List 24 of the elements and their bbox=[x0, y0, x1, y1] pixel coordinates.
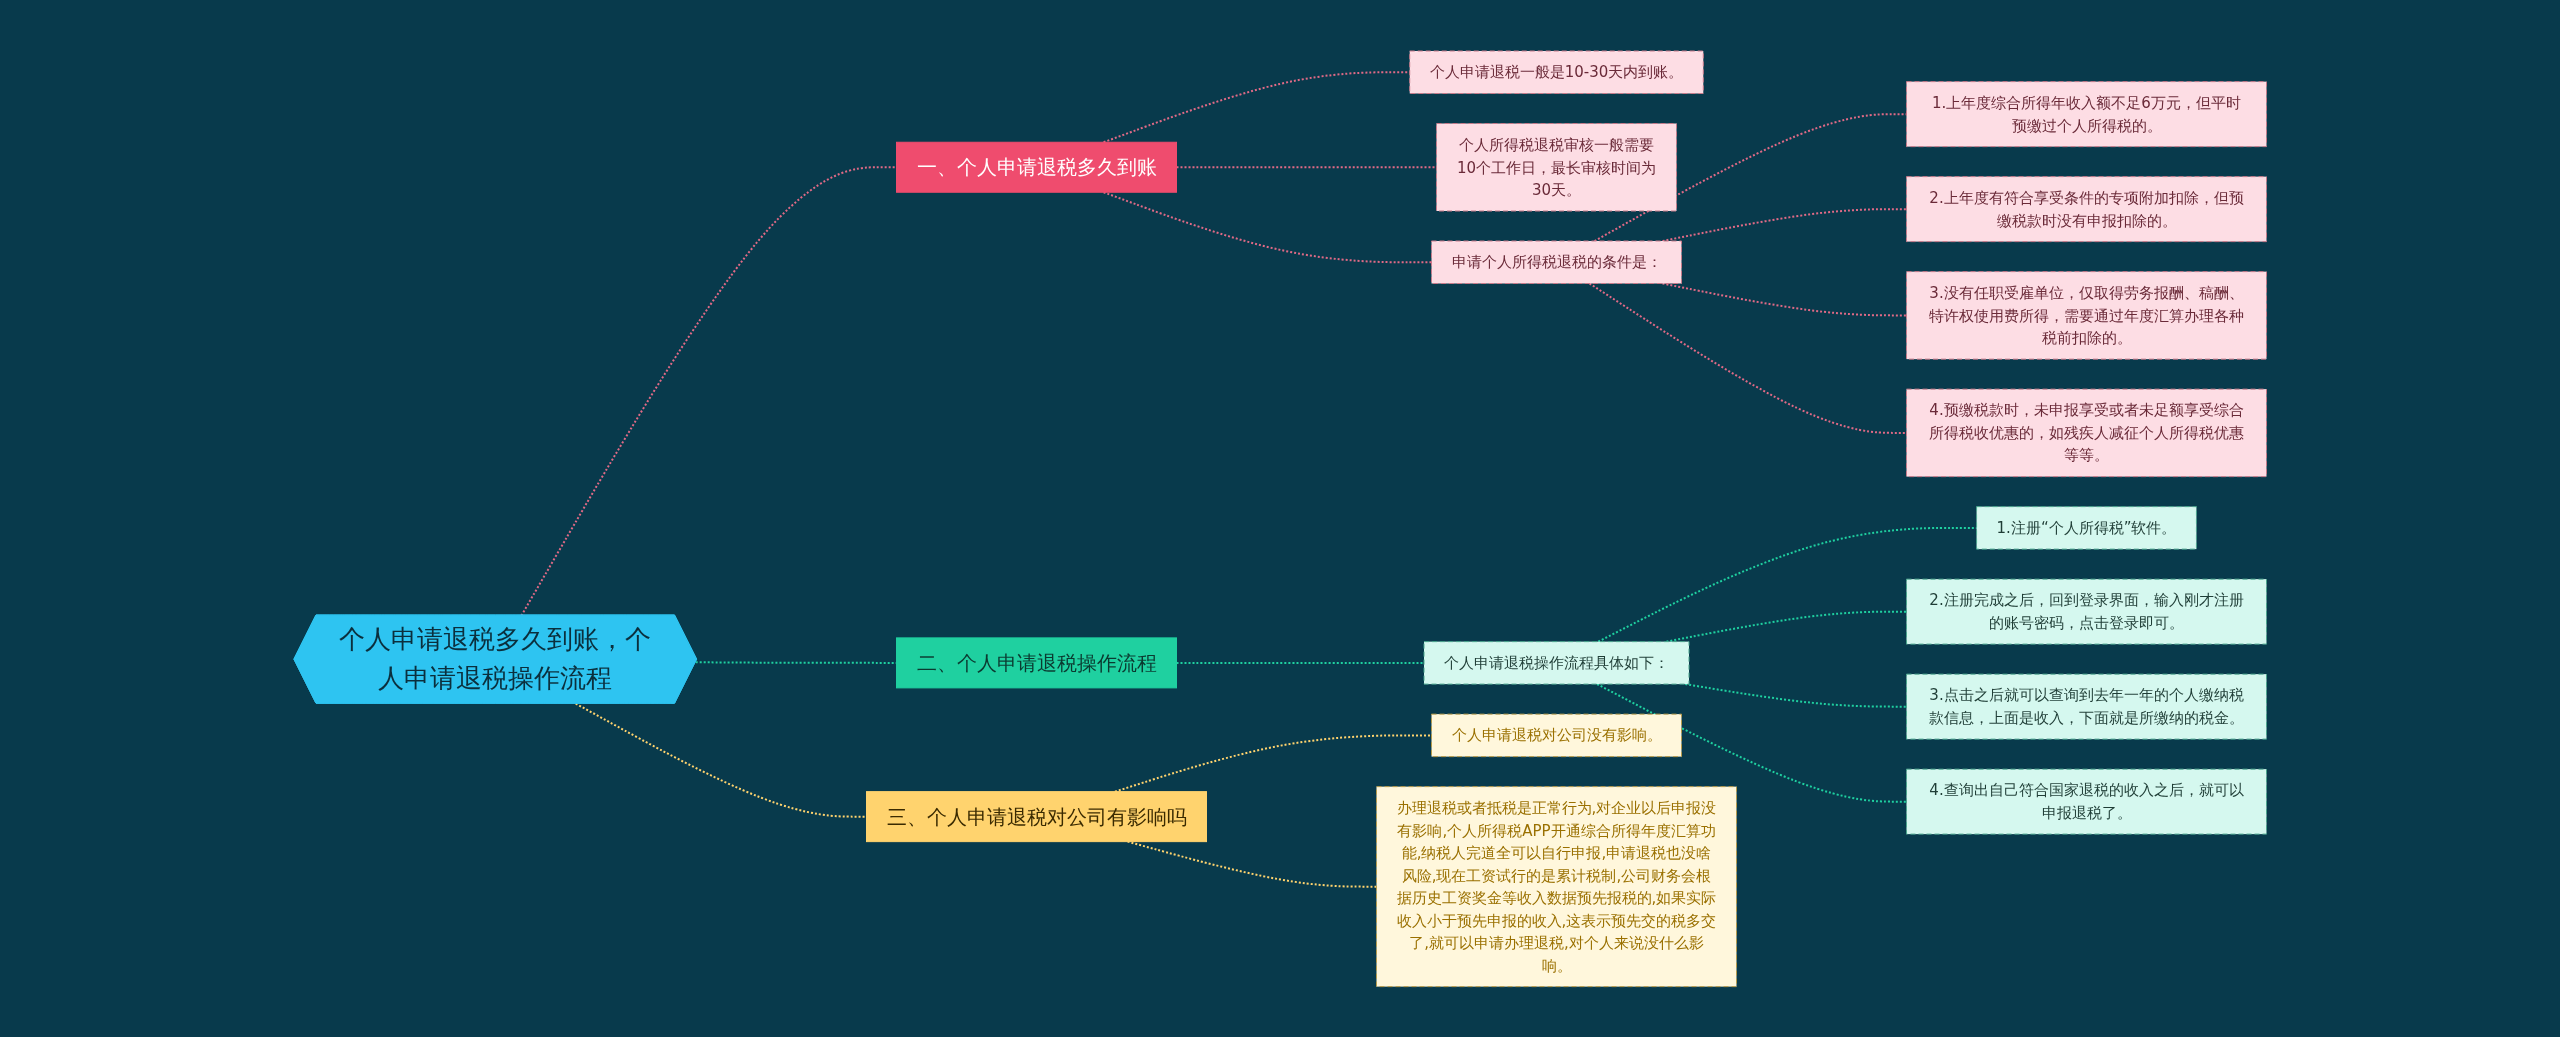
node-box: 1.上年度综合所得年收入额不足6万元，但平时预缴过个人所得税的。 bbox=[1905, 80, 2267, 147]
node-box: 个人申请退税一般是10-30天内到账。 bbox=[1408, 50, 1704, 94]
node-box: 申请个人所得税退税的条件是： bbox=[1430, 240, 1682, 284]
node-box: 2.注册完成之后，回到登录界面，输入刚才注册的账号密码，点击登录即可。 bbox=[1905, 578, 2267, 645]
node-box: 2.上年度有符合享受条件的专项附加扣除，但预缴税款时没有申报扣除的。 bbox=[1905, 175, 2267, 242]
node-box: 个人申请退税操作流程具体如下： bbox=[1423, 640, 1690, 685]
connector bbox=[1588, 282, 1908, 434]
node-box: 个人申请退税对公司没有影响。 bbox=[1430, 713, 1682, 757]
node-box: 一、个人申请退税多久到账 bbox=[895, 141, 1177, 193]
connector bbox=[1175, 661, 1425, 664]
node-box: 三、个人申请退税对公司有影响吗 bbox=[865, 790, 1207, 842]
node-box: 二、个人申请退税操作流程 bbox=[895, 637, 1177, 689]
node-box: 4.查询出自己符合国家退税的收入之后，就可以申报退税了。 bbox=[1905, 768, 2267, 835]
node-box: 4.预缴税款时，未申报享受或者未足额享受综合所得税收优惠的，如残疾人减征个人所得税优惠等等。 bbox=[1905, 388, 2267, 477]
node-box: 个人所得税退税审核一般需要10个工作日，最长审核时间为30天。 bbox=[1435, 122, 1677, 212]
node-box: 1.注册“个人所得税”软件。 bbox=[1975, 505, 2197, 550]
connector bbox=[1102, 190, 1433, 263]
connector bbox=[1175, 165, 1438, 168]
node-box: 3.点击之后就可以查询到去年一年的个人缴纳税款信息，上面是收入，下面就是所缴纳的税金。 bbox=[1905, 673, 2267, 740]
connector bbox=[574, 702, 868, 818]
node-box: 3.没有任职受雇单位，仅取得劳务报酬、稿酬、特许权使用费所得，需要通过年度汇算办理各种税前扣除的。 bbox=[1905, 270, 2267, 360]
connector bbox=[1595, 682, 1908, 803]
node-box: 办理退税或者抵税是正常行为,对企业以后申报没有影响,个人所得税APP开通综合所得年度汇算功能,纳税人完道全可以自行申报,申请退税也没啥风险,现在工资试行的是累计税制,公司财务会根据历史工资奖金等收入数据预先报税的,如果实际收入小于预先申报的收入,这表示预先交的税多交了,就可以申请办理退税,对个人来说没什么影响。 bbox=[1375, 785, 1737, 987]
connector bbox=[1683, 682, 1908, 708]
